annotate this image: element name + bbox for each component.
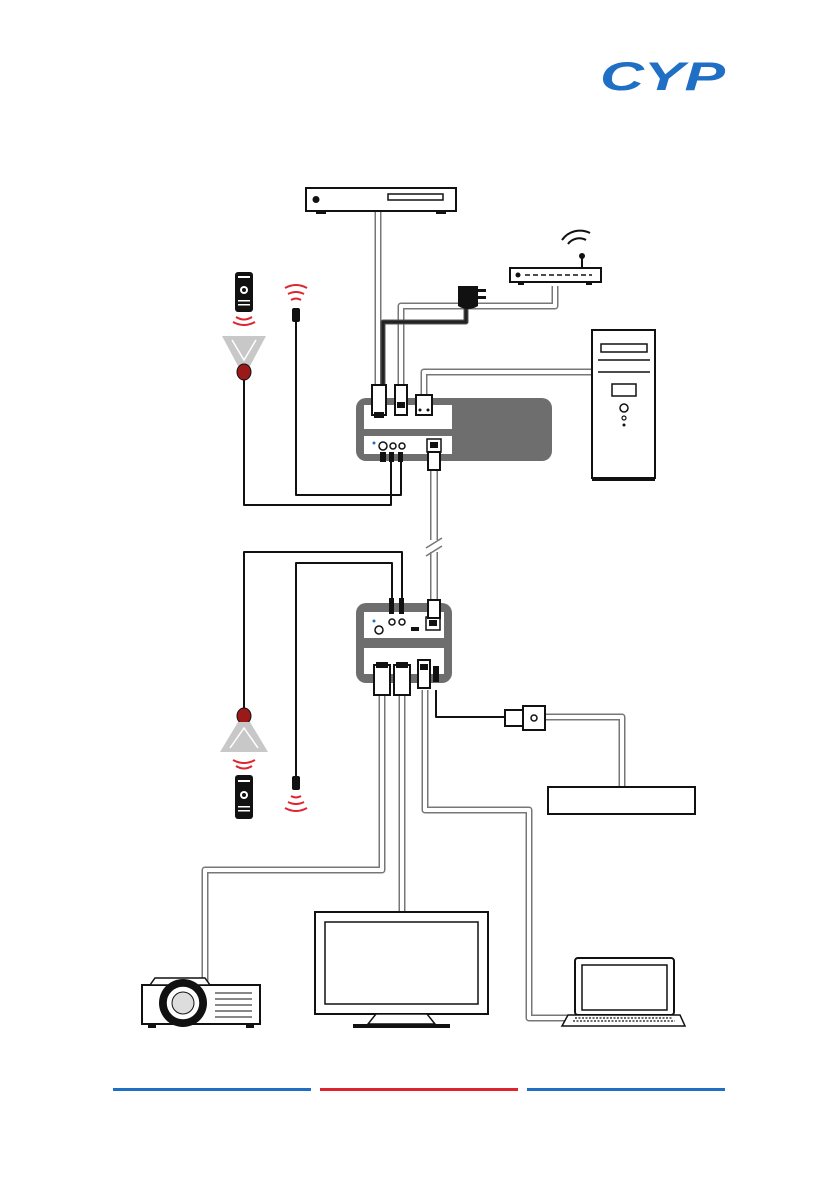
- cable-pc-to-tx: [424, 372, 592, 395]
- cyp-logo-text: CYP: [600, 55, 725, 99]
- cable-db9-to-box: [545, 717, 622, 787]
- desktop-pc-tower-icon: [592, 330, 655, 481]
- tx-vga-connector: [416, 395, 432, 415]
- wifi-router-icon: [510, 231, 601, 285]
- tx-rj45-plug: [428, 452, 440, 470]
- receiver-unit: [356, 598, 452, 695]
- rx-lan-out: [418, 660, 430, 688]
- ir-receiver-icon: [220, 708, 268, 752]
- tx-lan-connector: [395, 385, 407, 415]
- flat-panel-display-icon: [315, 912, 488, 1028]
- laptop-icon: [562, 958, 685, 1026]
- rx-hdmi-out-1: [374, 662, 390, 695]
- ir-receiver-icon: [222, 336, 266, 380]
- projector-icon: [142, 978, 260, 1028]
- footer-rule-red-center: [320, 1088, 518, 1091]
- footer-rule-blue-left: [113, 1088, 311, 1091]
- db9-connector-icon: [505, 706, 545, 730]
- footer-rule-blue-right: [527, 1088, 725, 1091]
- ir-blaster-icon: [285, 776, 307, 811]
- rs232-device-box: [548, 787, 695, 814]
- cable-rs232-serial: [436, 690, 505, 717]
- cyp-logo: CYP: [600, 55, 725, 99]
- rx-hdmi-out-2: [394, 662, 410, 695]
- ir-remote-control-icon: [233, 272, 255, 325]
- footer-rules: [113, 1088, 725, 1091]
- transmitter-unit: [356, 385, 552, 470]
- cable-hdbaset-link: [426, 460, 442, 605]
- ir-blaster-icon: [285, 285, 307, 322]
- blu-ray-player-icon: [306, 188, 456, 214]
- ir-remote-control-icon: [233, 760, 255, 819]
- tx-hdmi-connector: [372, 385, 386, 418]
